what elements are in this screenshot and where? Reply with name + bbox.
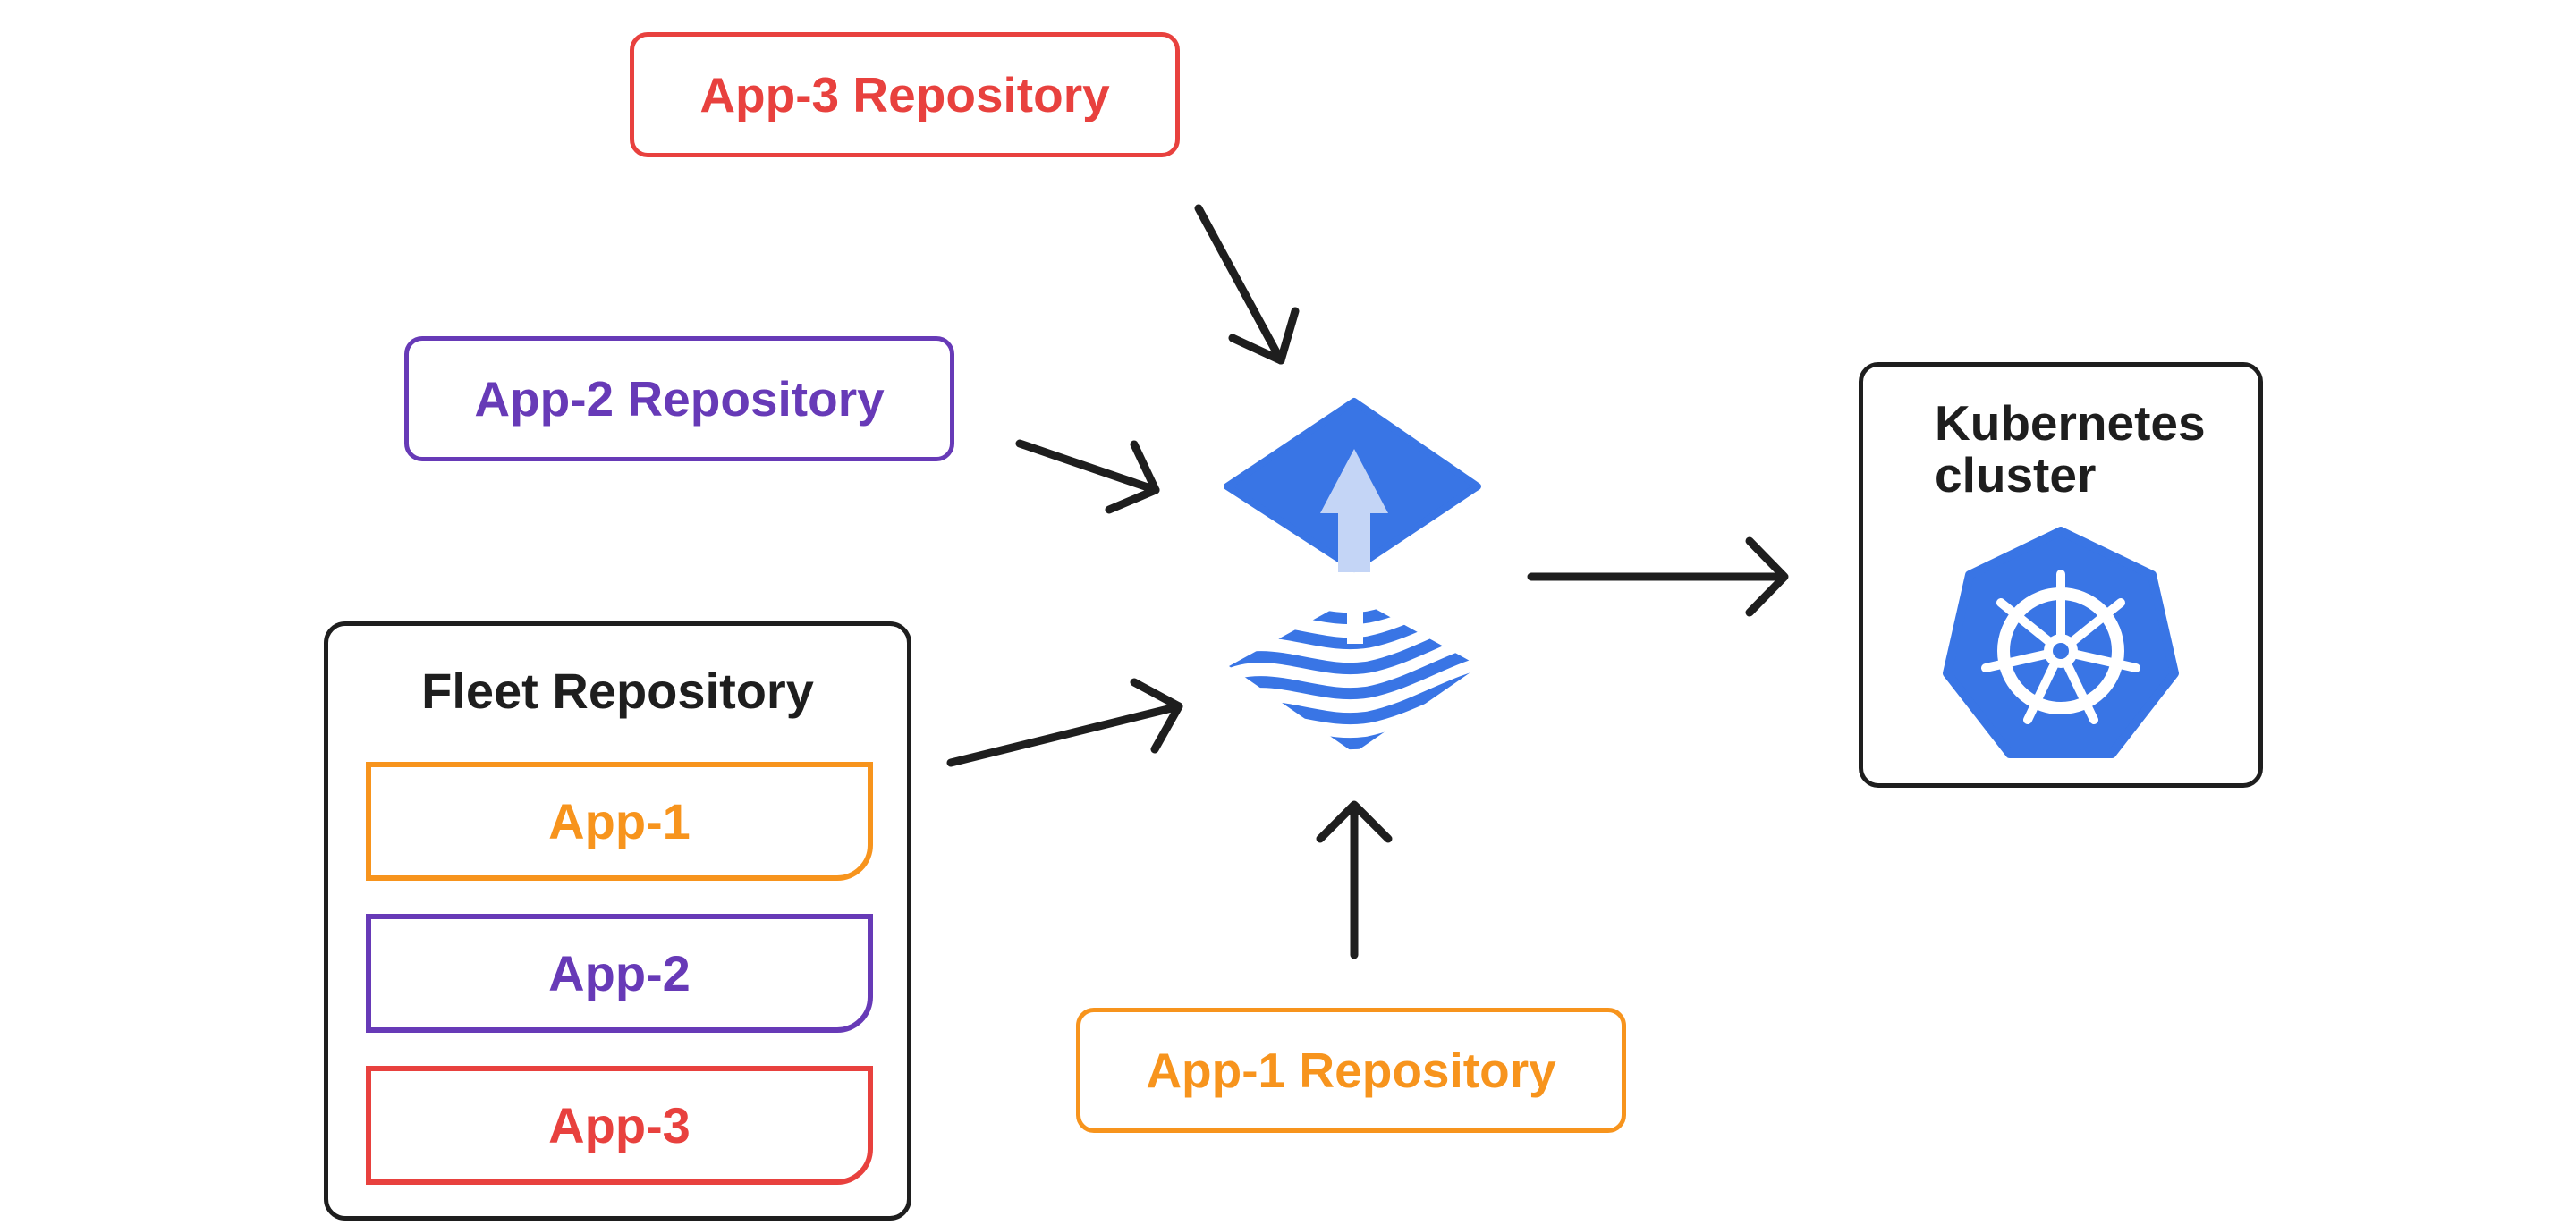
fleet-repository-title: Fleet Repository <box>421 663 814 719</box>
app1-repository-box: App-1 Repository <box>1076 1008 1626 1133</box>
fleet-item-app2: App-2 <box>366 914 873 1033</box>
arrow-app1-to-fleet <box>1316 800 1393 959</box>
app3-repository-box: App-3 Repository <box>630 32 1180 157</box>
arrow-fleet-to-cluster <box>1527 536 1789 617</box>
fleet-item-app1: App-1 <box>366 762 873 881</box>
kubernetes-cluster-title: Kubernetes cluster <box>1935 395 2206 503</box>
fleet-item-app3: App-3 <box>366 1066 873 1185</box>
app2-repository-box: App-2 Repository <box>404 336 954 461</box>
fleet-repository-box: Fleet Repository App-1 App-2 App-3 <box>324 621 911 1221</box>
app3-repository-label: App-3 Repository <box>699 67 1110 122</box>
arrow-app2-to-fleet <box>1015 439 1160 514</box>
fleet-item-label: App-2 <box>548 945 691 1001</box>
arrow-app3-to-fleet <box>1194 204 1300 365</box>
fleet-item-label: App-3 <box>548 1097 691 1153</box>
app2-repository-label: App-2 Repository <box>474 371 885 427</box>
arrow-fleetrepo-to-fleet <box>946 678 1183 767</box>
kubernetes-cluster-box: Kubernetes cluster <box>1859 362 2263 788</box>
fleet-item-label: App-1 <box>548 793 691 849</box>
kubernetes-helm-icon <box>1943 527 2179 758</box>
app1-repository-label: App-1 Repository <box>1146 1043 1556 1098</box>
